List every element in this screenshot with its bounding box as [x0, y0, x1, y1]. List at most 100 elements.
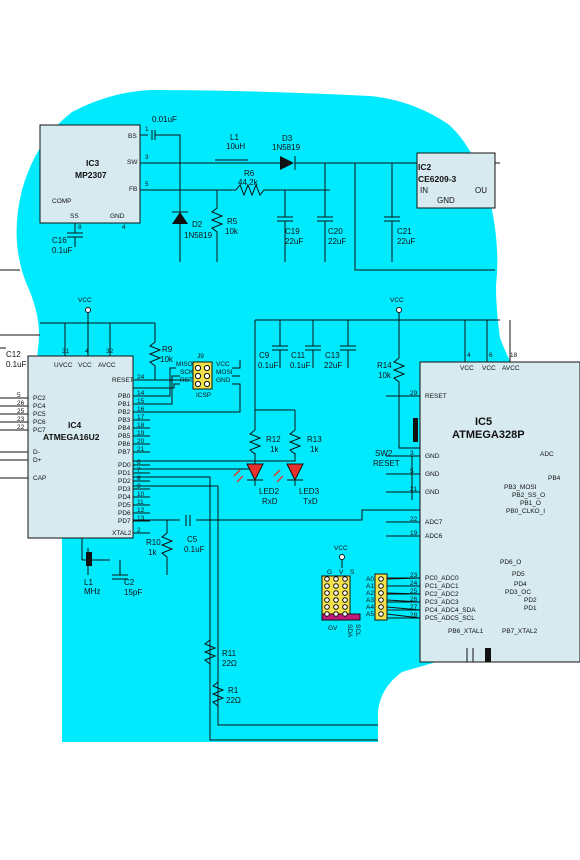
ic5-right-pin: PD6_O: [500, 559, 521, 566]
header-a-dot: [378, 590, 384, 596]
q1-value: MHz: [84, 587, 100, 596]
ic2-part: CE6209-3: [418, 174, 457, 184]
header-bottom-gv: GV: [328, 625, 338, 632]
c20-value: 22uF: [328, 237, 346, 246]
ic5-left-pin: PC2_ADC2: [425, 591, 459, 598]
header-row-label: A0: [366, 576, 374, 583]
ic4-right-num: 17: [137, 414, 145, 421]
r14-ref: R14: [377, 361, 392, 370]
sw2-name: RESET: [373, 459, 400, 468]
c13-ref: C13: [325, 351, 340, 360]
ic4-right-pin: PD5: [118, 502, 131, 509]
ic4-left-num: 22: [17, 424, 25, 431]
j9-pin-mosi: MOSI: [216, 369, 233, 376]
c21-value: 22uF: [397, 237, 415, 246]
ic3-ref: IC3: [86, 158, 100, 168]
header-a-dot: [378, 583, 384, 589]
led3-ref: LED3: [299, 487, 320, 496]
j9-pin-dot: [203, 364, 211, 372]
header-row-label: A5: [366, 611, 374, 618]
ic4-chip: [27, 355, 134, 539]
vcc-label-right: VCC: [390, 297, 404, 304]
c5-value: 0.1uF: [184, 545, 205, 554]
ic4-left-pin: PC5: [33, 411, 46, 418]
ic4-right-num: 21: [137, 446, 145, 453]
j9-pin-vcc: VCC: [216, 361, 230, 368]
ic4-right-pin: PB0: [118, 393, 131, 400]
d3-ref: D3: [282, 134, 293, 143]
pin-header-a: [374, 573, 388, 621]
ic5-left-pin: PC5_ADC5_SCL: [425, 615, 475, 622]
ic3-pin8-num: 8: [78, 224, 82, 231]
r5-value: 10k: [225, 227, 239, 236]
ic4-right-num: 24: [137, 374, 145, 381]
ic5-left-num: 26: [410, 596, 418, 603]
header-pin-dot: [324, 590, 330, 596]
c9-ref: C9: [259, 351, 270, 360]
ic4-right-pin: PB6: [118, 441, 131, 448]
header-pin-dot: [324, 611, 330, 617]
c5-ref: C5: [187, 535, 198, 544]
header-vcc-node: [339, 554, 345, 560]
ic4-right-num: 10: [137, 491, 145, 498]
ic3-part: MP2307: [75, 170, 107, 180]
r9-value: 10k: [160, 355, 174, 364]
r5-ref: R5: [227, 217, 238, 226]
header-pin-dot: [342, 583, 348, 589]
ic4-vcc-label: VCC: [78, 297, 92, 304]
ic4-num-31: 31: [62, 348, 70, 355]
ic3-pin4-num: 4: [122, 224, 126, 231]
header-row-label: A2: [366, 590, 374, 597]
r9-ref: R9: [162, 345, 173, 354]
header-pin-dot: [342, 604, 348, 610]
ic4-left-pin: D+: [33, 457, 42, 464]
ic4-part: ATMEGA16U2: [43, 432, 100, 442]
ic5-left-pin: GND: [425, 453, 440, 460]
header-pin-dot: [333, 597, 339, 603]
ic3-pin-gnd: GND: [110, 213, 125, 220]
ic5-num-4: 4: [467, 352, 471, 359]
ic5-right-pin: PD2: [524, 597, 537, 604]
ic4-left-pin: PC2: [33, 395, 46, 402]
d2-diode: [172, 212, 188, 224]
ic2-chip: [416, 152, 496, 209]
r1-ref: R1: [228, 686, 239, 695]
header-pin-dot: [333, 611, 339, 617]
ic5-crystal: [485, 648, 491, 662]
pin-header-strip: [321, 613, 361, 621]
ic4-right-num: 13: [137, 515, 145, 522]
c12-value: 0.1uF: [6, 360, 27, 369]
header-pin-dot: [333, 590, 339, 596]
header-pin-dot: [333, 604, 339, 610]
header-pin-dot: [324, 597, 330, 603]
j9-pin-dot: [203, 372, 211, 380]
ic5-left-num: 24: [410, 580, 418, 587]
ic4-right-num: 18: [137, 422, 145, 429]
r13-value: 1k: [310, 445, 319, 454]
c2-value: 15pF: [124, 588, 142, 597]
ic5-left-pin: PC0_ADC0: [425, 575, 459, 582]
ic4-right-num: 8: [137, 475, 141, 482]
r6-ref: R6: [244, 169, 255, 178]
j9-pin-dot: [194, 380, 202, 388]
ic5-right-pin: PB0_CLKO_I: [506, 508, 545, 515]
cbs-value: 0.01uF: [152, 115, 177, 124]
ic4-right-pin: PD1: [118, 470, 131, 477]
ic4-right-pin: RESET: [112, 377, 134, 384]
ic4-pin-avcc: AVCC: [98, 362, 116, 369]
ic5-right-pin: PD1: [524, 605, 537, 612]
header-pin-dot: [324, 583, 330, 589]
sw2-ref: SW2: [375, 449, 393, 458]
ic4-right-pin: PD7: [118, 518, 131, 525]
ic5-left-pin: RESET: [425, 393, 447, 400]
led3-icon: [286, 463, 304, 482]
ic4-right-num: 19: [137, 430, 145, 437]
ic5-left-num: 3: [410, 450, 414, 457]
ic4-right-pin: PB2: [118, 409, 131, 416]
l1-ref: L1: [230, 133, 239, 142]
ic4-right-pin: PB3: [118, 417, 131, 424]
ic4-right-num: 12: [137, 507, 145, 514]
ic5-part: ATMEGA328P: [452, 429, 525, 441]
ic4-right-num: 2: [137, 527, 141, 534]
led2-icon: [246, 463, 264, 482]
